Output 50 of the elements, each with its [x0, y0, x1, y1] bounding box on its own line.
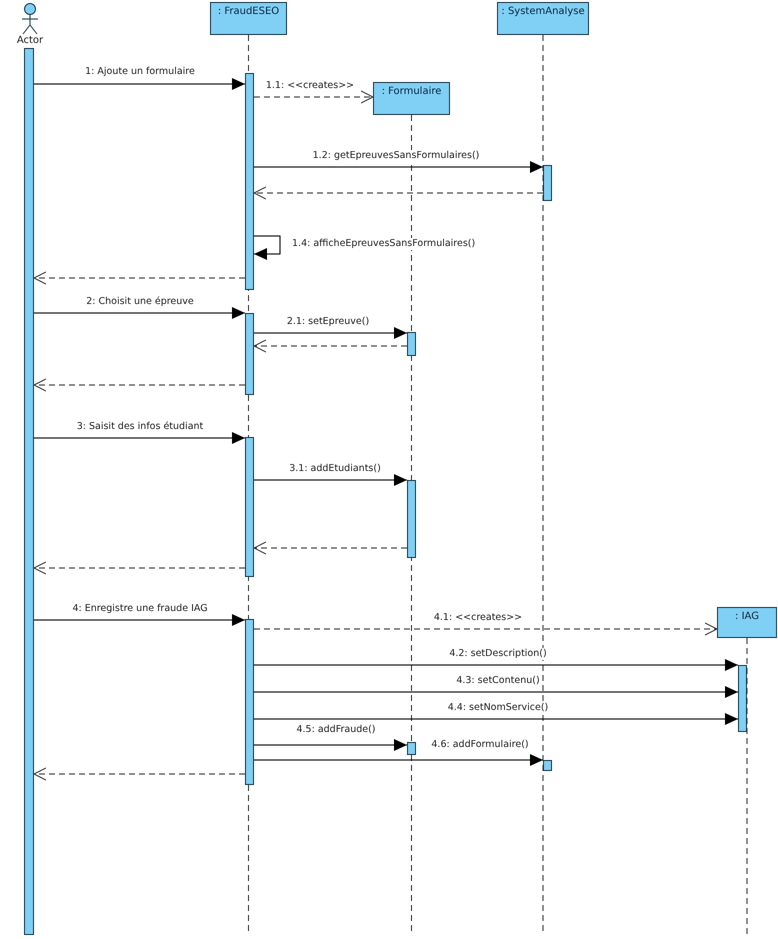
- message-label: 4.5: addFraude(): [294, 724, 378, 736]
- lifeline-head: : Formulaire: [373, 82, 450, 115]
- message-arrow: [34, 307, 246, 319]
- message-label: 1: Ajoute un formulaire: [83, 66, 197, 78]
- return-arrow: [254, 542, 408, 554]
- activation-bar: [543, 165, 552, 201]
- activation-bar: [24, 48, 34, 935]
- activation-bar: [407, 332, 416, 356]
- activation-bar: [245, 437, 254, 577]
- return-arrow: [254, 622, 718, 636]
- actor-name: Actor: [16, 35, 44, 47]
- activation-bar: [245, 619, 254, 785]
- lifeline-head: : IAG: [717, 607, 777, 638]
- message-arrow: [254, 754, 544, 766]
- message-label: 4.3: setContenu(): [454, 675, 542, 687]
- message-arrow: [34, 432, 246, 444]
- message-arrow: [254, 659, 738, 671]
- message-label: 4.4: setNomService(): [446, 702, 550, 714]
- return-arrow: [34, 272, 246, 284]
- return-arrow: [34, 378, 246, 392]
- return-arrow: [34, 768, 246, 780]
- message-arrow: [34, 614, 246, 626]
- message-arrow: [254, 474, 408, 486]
- activation-bar: [407, 742, 416, 755]
- message-arrow: [254, 686, 738, 698]
- lifeline-head: : FraudESEO: [210, 2, 287, 35]
- lifeline-head: : SystemAnalyse: [497, 2, 589, 35]
- activation-bar: [543, 760, 552, 771]
- message-arrow: [254, 713, 738, 725]
- activation-bar: [407, 480, 416, 558]
- message-label: 1.4: afficheEpreuvesSansFormulaires(): [290, 238, 478, 250]
- self-message-arrow: [254, 236, 280, 260]
- activation-bar: [245, 73, 254, 290]
- message-label: 1.2: getEpreuvesSansFormulaires(): [310, 150, 482, 162]
- return-arrow: [254, 340, 408, 352]
- activation-bar: [245, 313, 254, 395]
- message-label: 2.1: setEpreuve(): [284, 316, 372, 328]
- message-label: 2: Choisit une épreuve: [84, 296, 196, 308]
- return-arrow: [34, 562, 246, 574]
- message-arrow: [254, 739, 408, 751]
- message-arrow: [254, 161, 544, 173]
- message-label: 3.1: addEtudiants(): [287, 463, 383, 475]
- message-arrow: [34, 78, 246, 90]
- message-label: 4.2: setDescription(): [447, 648, 549, 660]
- message-arrow: [254, 327, 408, 339]
- activation-bar: [738, 665, 747, 732]
- message-label: 4.6: addFormulaire(): [429, 739, 531, 751]
- return-arrow: [254, 186, 544, 200]
- message-label: 4: Enregistre une fraude IAG: [70, 603, 210, 615]
- return-arrow: [254, 90, 374, 104]
